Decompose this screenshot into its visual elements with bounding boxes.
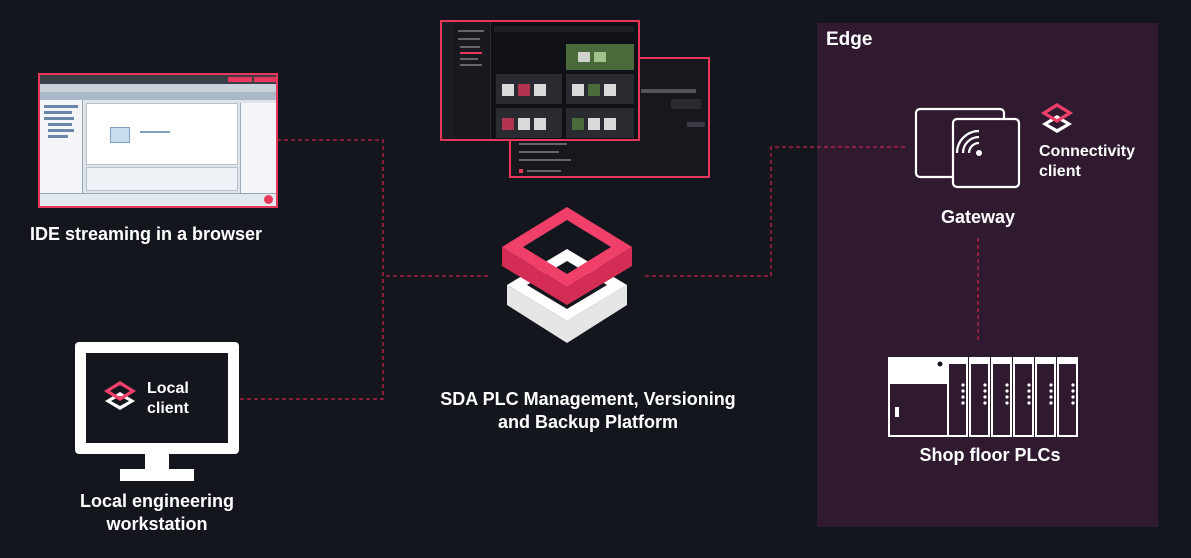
gateway-label: Gateway [940, 207, 1016, 227]
platform-label: SDA PLC Management, Versioning and Backu… [398, 388, 778, 434]
connectivity-client-label: Connectivity client [1039, 142, 1135, 182]
platform-label-line1: SDA PLC Management, Versioning [440, 389, 736, 409]
workstation-label: Local engineering workstation [57, 490, 257, 536]
local-client-line1: Local [147, 380, 189, 397]
platform-screenshot-front [440, 20, 640, 141]
ide-label: IDE streaming in a browser [30, 224, 263, 244]
local-client-line2: client [147, 400, 189, 417]
edge-panel [817, 23, 1158, 527]
local-client-label: Local client [147, 379, 189, 419]
connector-ide [277, 139, 490, 277]
plcs-label: Shop floor PLCs [919, 445, 1061, 465]
platform-label-line2: and Backup Platform [497, 412, 679, 432]
workstation-line2: workstation [106, 514, 208, 534]
connectivity-label-line2: client [1039, 163, 1081, 180]
workstation-line1: Local engineering [79, 491, 235, 511]
connectivity-label-line1: Connectivity [1039, 143, 1136, 160]
edge-title: Edge [826, 29, 873, 50]
connector-gateway [645, 146, 908, 277]
ide-browser-screenshot [38, 73, 278, 208]
connector-workstation [240, 276, 384, 400]
